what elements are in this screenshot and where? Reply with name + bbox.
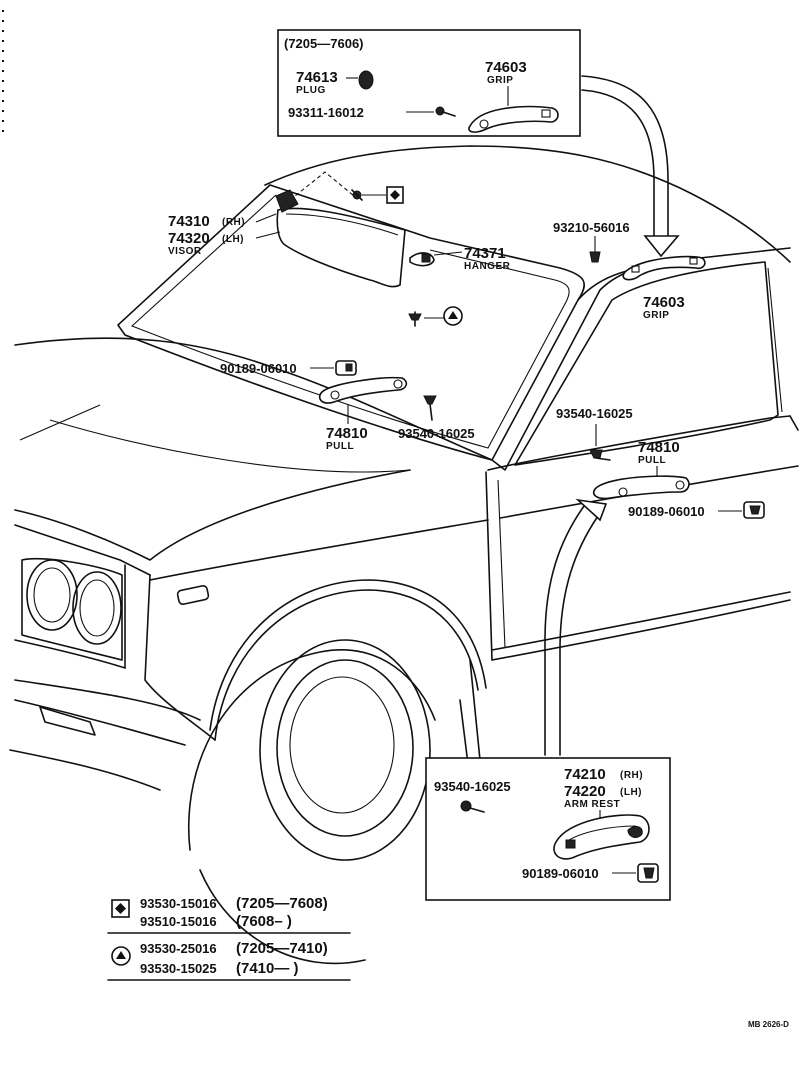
armrest-rh-side: (RH) xyxy=(620,770,643,781)
grip-number: 74603 xyxy=(643,294,685,311)
inset-armrest-screw-number: 93540-16025 xyxy=(434,779,511,794)
legend-square-row1-range: (7205—7608) xyxy=(236,895,328,912)
car-body xyxy=(9,145,799,965)
pull-right-number: 74810 xyxy=(638,439,680,456)
grip-screw-number: 93210-56016 xyxy=(553,220,630,235)
screw-right-icon xyxy=(589,449,611,461)
plug-icon xyxy=(358,70,374,90)
screw-left-number: 93540-16025 xyxy=(398,426,475,441)
legend-square-row2-range: (7608– ) xyxy=(236,913,292,930)
hanger-number: 74371 xyxy=(464,245,506,262)
visor-assembly xyxy=(275,171,406,288)
grip-screw-icon xyxy=(589,251,601,263)
grip-label: GRIP xyxy=(643,310,669,321)
grip-handle-icon xyxy=(468,105,559,133)
hanger-label: HANGER xyxy=(464,261,511,272)
screw-right-number: 93540-16025 xyxy=(556,406,633,421)
visor-label: VISOR xyxy=(168,246,202,257)
legend-circle-row1-part: 93530-25016 xyxy=(140,941,217,956)
hanger-icon xyxy=(409,252,435,267)
arrow-armrest-to-door xyxy=(544,498,608,756)
legend-square-row2-part: 93510-15016 xyxy=(140,914,217,929)
pull-right-label: PULL xyxy=(638,455,666,466)
visor-rh-number: 74310 xyxy=(168,213,210,230)
arrow-inset-to-grip xyxy=(581,75,680,258)
visor-bracket-icon xyxy=(275,189,299,213)
visor-lh-number: 74320 xyxy=(168,230,210,247)
pull-left-number: 74810 xyxy=(326,425,368,442)
inset-top: (7205—7606) 74613 PLUG 74603 GRIP 93311-… xyxy=(277,29,581,137)
legend-circle-row2-part: 93530-15025 xyxy=(140,961,217,976)
screw-left-icon xyxy=(423,395,437,421)
inset-bottom: 93540-16025 74210 (RH) 74220 (LH) ARM RE… xyxy=(425,757,671,901)
plug-label: PLUG xyxy=(296,85,326,96)
inset-top-range: (7205—7606) xyxy=(284,36,364,51)
inset-screw-number: 93311-16012 xyxy=(288,105,364,120)
legend: 93530-15016 (7205—7608) 93510-15016 (760… xyxy=(107,895,351,981)
pull-right-icon xyxy=(592,475,690,500)
figure-code: MB 2626-D xyxy=(748,1020,789,1029)
visor-screw-icon xyxy=(351,189,363,201)
plug-number: 74613 xyxy=(296,69,338,86)
legend-square-row1-part: 93530-15016 xyxy=(140,896,217,911)
inset-grip-number: 74603 xyxy=(485,59,527,76)
pull-left-label: PULL xyxy=(326,441,354,452)
armrest-icon xyxy=(553,814,650,860)
pull-left-icon xyxy=(318,376,408,404)
legend-circle-row1-range: (7205—7410) xyxy=(236,940,328,957)
cap-left-number: 90189-06010 xyxy=(220,361,297,376)
armrest-lh-side: (LH) xyxy=(620,787,642,798)
inset-armrest-cap-icon xyxy=(637,863,659,883)
cap-right-icon xyxy=(743,501,765,519)
cap-right-number: 90189-06010 xyxy=(628,504,705,519)
armrest-label: ARM REST xyxy=(564,799,620,810)
visor-rh-side: (RH) xyxy=(222,217,245,228)
grip-icon xyxy=(622,255,706,281)
armrest-rh-number: 74210 xyxy=(564,766,606,783)
inset-armrest-cap-number: 90189-06010 xyxy=(522,866,599,881)
inset-armrest-screw-icon xyxy=(460,800,485,813)
screw-icon xyxy=(435,106,456,117)
windshield-screw-icon xyxy=(408,311,422,327)
legend-circle-row2-range: (7410— ) xyxy=(236,960,299,977)
armrest-lh-number: 74220 xyxy=(564,783,606,800)
inset-grip-label: GRIP xyxy=(487,75,513,86)
cap-left-icon xyxy=(335,360,357,376)
visor-lh-side: (LH) xyxy=(222,234,244,245)
